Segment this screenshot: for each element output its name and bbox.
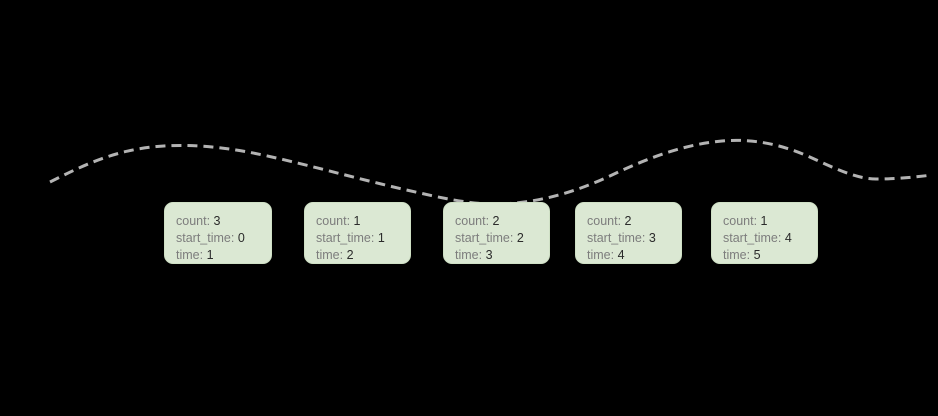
field-key: start_time: [587,231,646,245]
field-key: time: [723,248,751,262]
field-key: count: [316,214,351,228]
field-value: 4 [617,248,625,262]
field-value: 1 [206,248,214,262]
field-value: 2 [624,214,632,228]
field-key: time: [176,248,204,262]
field-value: 2 [346,248,354,262]
field-row: time: 3 [455,247,549,264]
field-key: count: [176,214,211,228]
field-row: start_time: 0 [176,230,271,247]
field-value: 1 [760,214,768,228]
field-row: count: 2 [455,213,549,230]
field-value: 3 [213,214,221,228]
field-row: count: 3 [176,213,271,230]
field-key: count: [587,214,622,228]
field-key: count: [723,214,758,228]
field-value: 1 [353,214,361,228]
field-value: 0 [237,231,245,245]
field-row: start_time: 4 [723,230,817,247]
field-row: time: 2 [316,247,410,264]
field-key: time: [587,248,615,262]
field-value: 3 [648,231,656,245]
field-key: time: [455,248,483,262]
field-row: start_time: 2 [455,230,549,247]
field-row: time: 5 [723,247,817,264]
field-row: count: 1 [723,213,817,230]
field-row: time: 4 [587,247,681,264]
field-value: 3 [485,248,493,262]
field-value: 2 [492,214,500,228]
field-row: count: 1 [316,213,410,230]
field-value: 4 [784,231,792,245]
field-key: start_time: [316,231,375,245]
field-key: start_time: [176,231,235,245]
field-value: 5 [753,248,761,262]
field-row: time: 1 [176,247,271,264]
field-row: start_time: 1 [316,230,410,247]
field-key: time: [316,248,344,262]
field-value: 1 [377,231,385,245]
field-key: start_time: [723,231,782,245]
field-key: count: [455,214,490,228]
field-key: start_time: [455,231,514,245]
field-row: count: 2 [587,213,681,230]
field-value: 2 [516,231,524,245]
field-row: start_time: 3 [587,230,681,247]
dashed-trend-curve-path [49,138,933,206]
